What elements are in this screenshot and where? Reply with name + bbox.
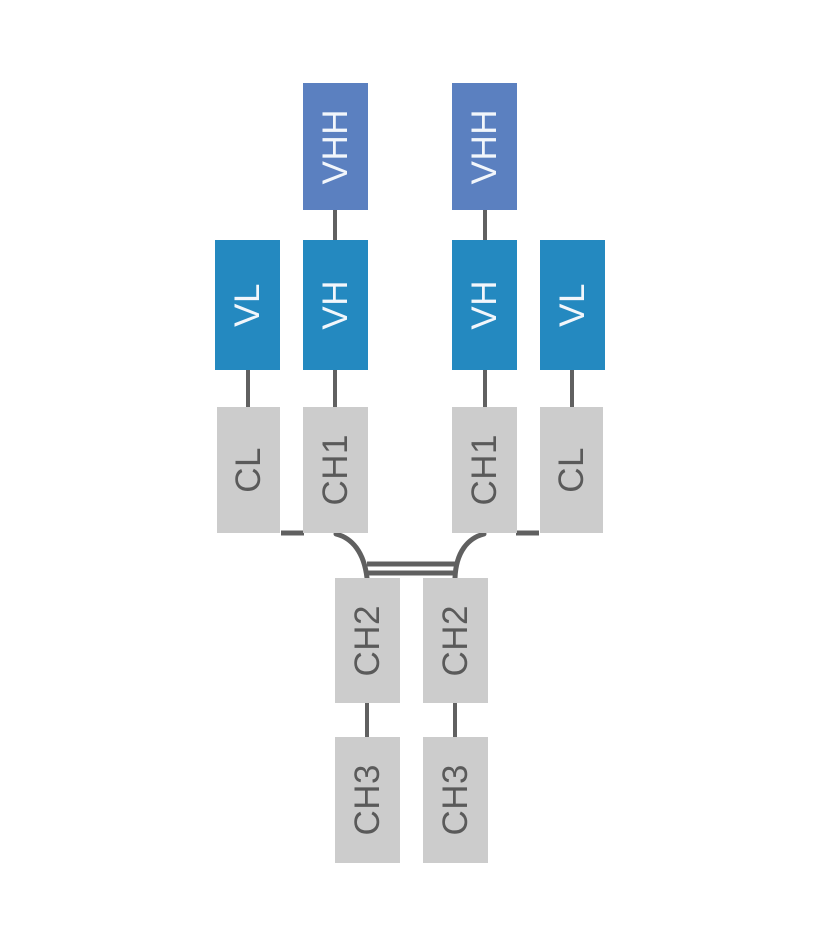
domain-box-ch3-left[interactable]: CH3 (335, 737, 400, 863)
domain-box-cl-right[interactable]: CL (540, 407, 603, 533)
domain-box-ch1-left[interactable]: CH1 (303, 407, 368, 533)
disulfide-bond-group (281, 530, 539, 576)
domain-label-vl-left: VL (228, 283, 267, 327)
domain-label-cl-left: CL (229, 447, 268, 493)
domain-box-ch1-right[interactable]: CH1 (452, 407, 517, 533)
domain-box-vl-left[interactable]: VL (215, 240, 280, 370)
domain-label-ch3-left: CH3 (348, 764, 387, 836)
domain-box-cl-left[interactable]: CL (217, 407, 280, 533)
domain-box-vh-left[interactable]: VH (303, 240, 368, 370)
domain-label-vhh-right: VHH (465, 108, 504, 185)
domain-box-ch2-right[interactable]: CH2 (423, 578, 488, 703)
domain-box-ch3-right[interactable]: CH3 (423, 737, 488, 863)
domain-label-ch3-right: CH3 (436, 764, 475, 836)
domain-box-vh-right[interactable]: VH (452, 240, 517, 370)
domain-box-vl-right[interactable]: VL (540, 240, 605, 370)
domain-label-vl-right: VL (553, 283, 592, 327)
domain-box-vhh-left[interactable]: VHH (303, 83, 368, 210)
domain-label-vh-left: VH (316, 280, 355, 330)
domain-label-cl-right: CL (552, 447, 591, 493)
domain-label-vh-right: VH (465, 280, 504, 330)
domain-box-vhh-right[interactable]: VHH (452, 83, 517, 210)
linker-group (246, 210, 574, 738)
domain-label-ch2-right: CH2 (436, 604, 475, 677)
hinge-curve-left (333, 531, 370, 581)
domain-label-ch1-right: CH1 (465, 434, 504, 506)
domain-label-ch2-left: CH2 (348, 604, 387, 677)
domain-label-ch1-left: CH1 (316, 434, 355, 506)
domain-box-ch2-left[interactable]: CH2 (335, 578, 400, 703)
domain-label-vhh-left: VHH (316, 108, 355, 185)
hinge-curve-right (452, 531, 487, 581)
